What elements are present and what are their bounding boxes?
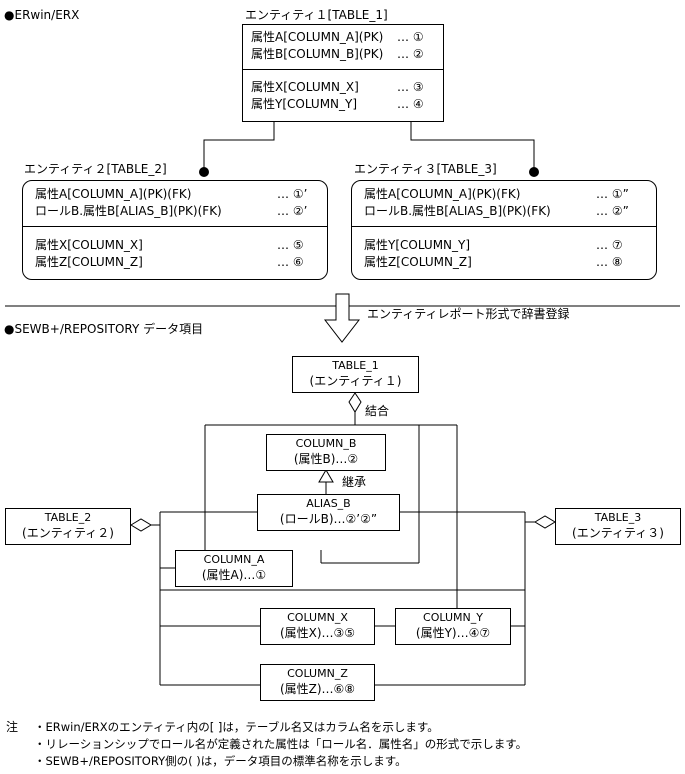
section-repository-label: SEWB+/REPOSITORY データ項目 [14,322,204,336]
notes-prefix: 注 [6,720,19,734]
repo-column-z-name: COLUMN_Z [287,667,348,680]
entity3-key-ref-2: … ②” [596,204,629,218]
repo-column-y-sub: (属性Y)…④⑦ [415,626,491,640]
notes-list: ・ERwin/ERXのエンティティ内の[ ]は，テーブル名又はカラム名を示します… [34,719,527,770]
repo-column-z-box: COLUMN_Z (属性Z)…⑥⑧ [260,664,375,701]
entity2-key-row-1: 属性A[COLUMN_A](PK)(FK) [35,187,192,201]
entity3-key-ref-1: … ①” [596,187,629,201]
repo-alias-b-name: ALIAS_B [306,497,351,510]
repo-alias-b-box: ALIAS_B (ロールB)…②’②” [257,494,400,531]
entity3-title: エンティティ３[TABLE_3] [354,162,497,176]
repo-column-b-sub: (属性B)…② [293,452,359,466]
entity2-key-row-2: ロールB.属性B[ALIAS_B](PK)(FK) [35,204,222,218]
entity3-divider [352,226,656,227]
arrow-label: エンティティレポート形式で辞書登録 [367,307,570,321]
entity3-attr-ref-2: … ⑧ [596,255,623,269]
entity2-key-ref-1: … ①’ [277,187,308,201]
section-bullet-icon: ● [4,322,15,336]
repo-table2-name: TABLE_2 [44,511,92,524]
top-entity-title: エンティティ１[TABLE_1] [245,8,388,22]
entity3-key-row-1: 属性A[COLUMN_A](PK)(FK) [364,187,521,201]
join-label: 結合 [365,404,390,418]
entity3-box: 属性A[COLUMN_A](PK)(FK) … ①” ロールB.属性B[ALIA… [351,180,657,280]
section-erwin-label: ERwin/ERX [14,8,80,22]
note-item: ・SEWB+/REPOSITORY側の( )は，データ項目の標準名称を示します。 [34,754,407,768]
top-entity-attr-row-2: 属性Y[COLUMN_Y] [251,97,358,111]
repo-table1-box: TABLE_1 (エンティティ１) [292,356,419,393]
entity2-title: エンティティ２[TABLE_2] [24,162,167,176]
entity2-attr-row-1: 属性X[COLUMN_X] [35,238,143,252]
inherit-label: 継承 [342,475,367,489]
repo-column-y-box: COLUMN_Y (属性Y)…④⑦ [395,608,511,645]
repo-alias-b-sub: (ロールB)…②’②” [279,512,378,526]
entity2-attr-ref-1: … ⑤ [277,238,304,252]
entity2-divider [23,226,327,227]
top-entity-key-row-2: 属性B[COLUMN_B](PK) [251,47,384,61]
entity3-attr-row-1: 属性Y[COLUMN_Y] [364,238,471,252]
repo-table2-box: TABLE_2 (エンティティ２) [5,508,131,545]
repo-column-b-name: COLUMN_B [295,437,357,450]
repo-column-x-sub: (属性X)…③⑤ [279,626,356,640]
top-entity-divider [243,69,443,70]
repo-table3-sub: (エンティティ３) [572,526,664,540]
repo-column-a-box: COLUMN_A (属性A)…① [175,550,293,587]
repo-column-a-name: COLUMN_A [203,553,265,566]
section-bullet-icon: ● [4,8,15,22]
repo-column-b-box: COLUMN_B (属性B)…② [266,434,386,471]
top-entity-attr-ref-2: … ④ [397,97,424,111]
repo-table1-name: TABLE_1 [332,359,379,372]
top-entity-box: 属性A[COLUMN_A](PK) … ① 属性B[COLUMN_B](PK) … [242,24,444,122]
entity3-key-row-2: ロールB.属性B[ALIAS_B](PK)(FK) [364,204,551,218]
top-entity-attr-ref-1: … ③ [397,80,424,94]
repo-table1-sub: (エンティティ１) [309,374,402,388]
entity2-attr-row-2: 属性Z[COLUMN_Z] [35,255,143,269]
repo-table2-sub: (エンティティ２) [22,526,114,540]
entity2-attr-ref-2: … ⑥ [277,255,304,269]
entity3-attr-ref-1: … ⑦ [596,238,623,252]
entity3-attr-row-2: 属性Z[COLUMN_Z] [364,255,472,269]
note-item: ・リレーションシップでロール名が定義された属性は「ロール名．属性名」の形式で示し… [34,737,528,751]
repo-column-x-box: COLUMN_X (属性X)…③⑤ [260,608,375,645]
repo-column-z-sub: (属性Z)…⑥⑧ [279,682,356,696]
repo-column-x-name: COLUMN_X [287,611,348,624]
section-erwin-header: ●ERwin/ERX [4,7,79,23]
repo-table3-box: TABLE_3 (エンティティ３) [555,508,681,545]
entity2-key-ref-2: … ②’ [277,204,308,218]
repo-table3-name: TABLE_3 [594,511,642,524]
top-entity-key-row-1: 属性A[COLUMN_A](PK) [251,30,384,44]
repo-column-a-sub: (属性A)…① [201,568,267,582]
top-entity-key-ref-1: … ① [397,30,424,44]
note-item: ・ERwin/ERXのエンティティ内の[ ]は，テーブル名又はカラム名を示します… [34,720,439,734]
repo-column-y-name: COLUMN_Y [423,611,483,624]
section-repository-header: ●SEWB+/REPOSITORY データ項目 [4,321,203,337]
entity2-box: 属性A[COLUMN_A](PK)(FK) … ①’ ロールB.属性B[ALIA… [22,180,328,280]
top-entity-attr-row-1: 属性X[COLUMN_X] [251,80,359,94]
top-entity-key-ref-2: … ② [397,47,424,61]
